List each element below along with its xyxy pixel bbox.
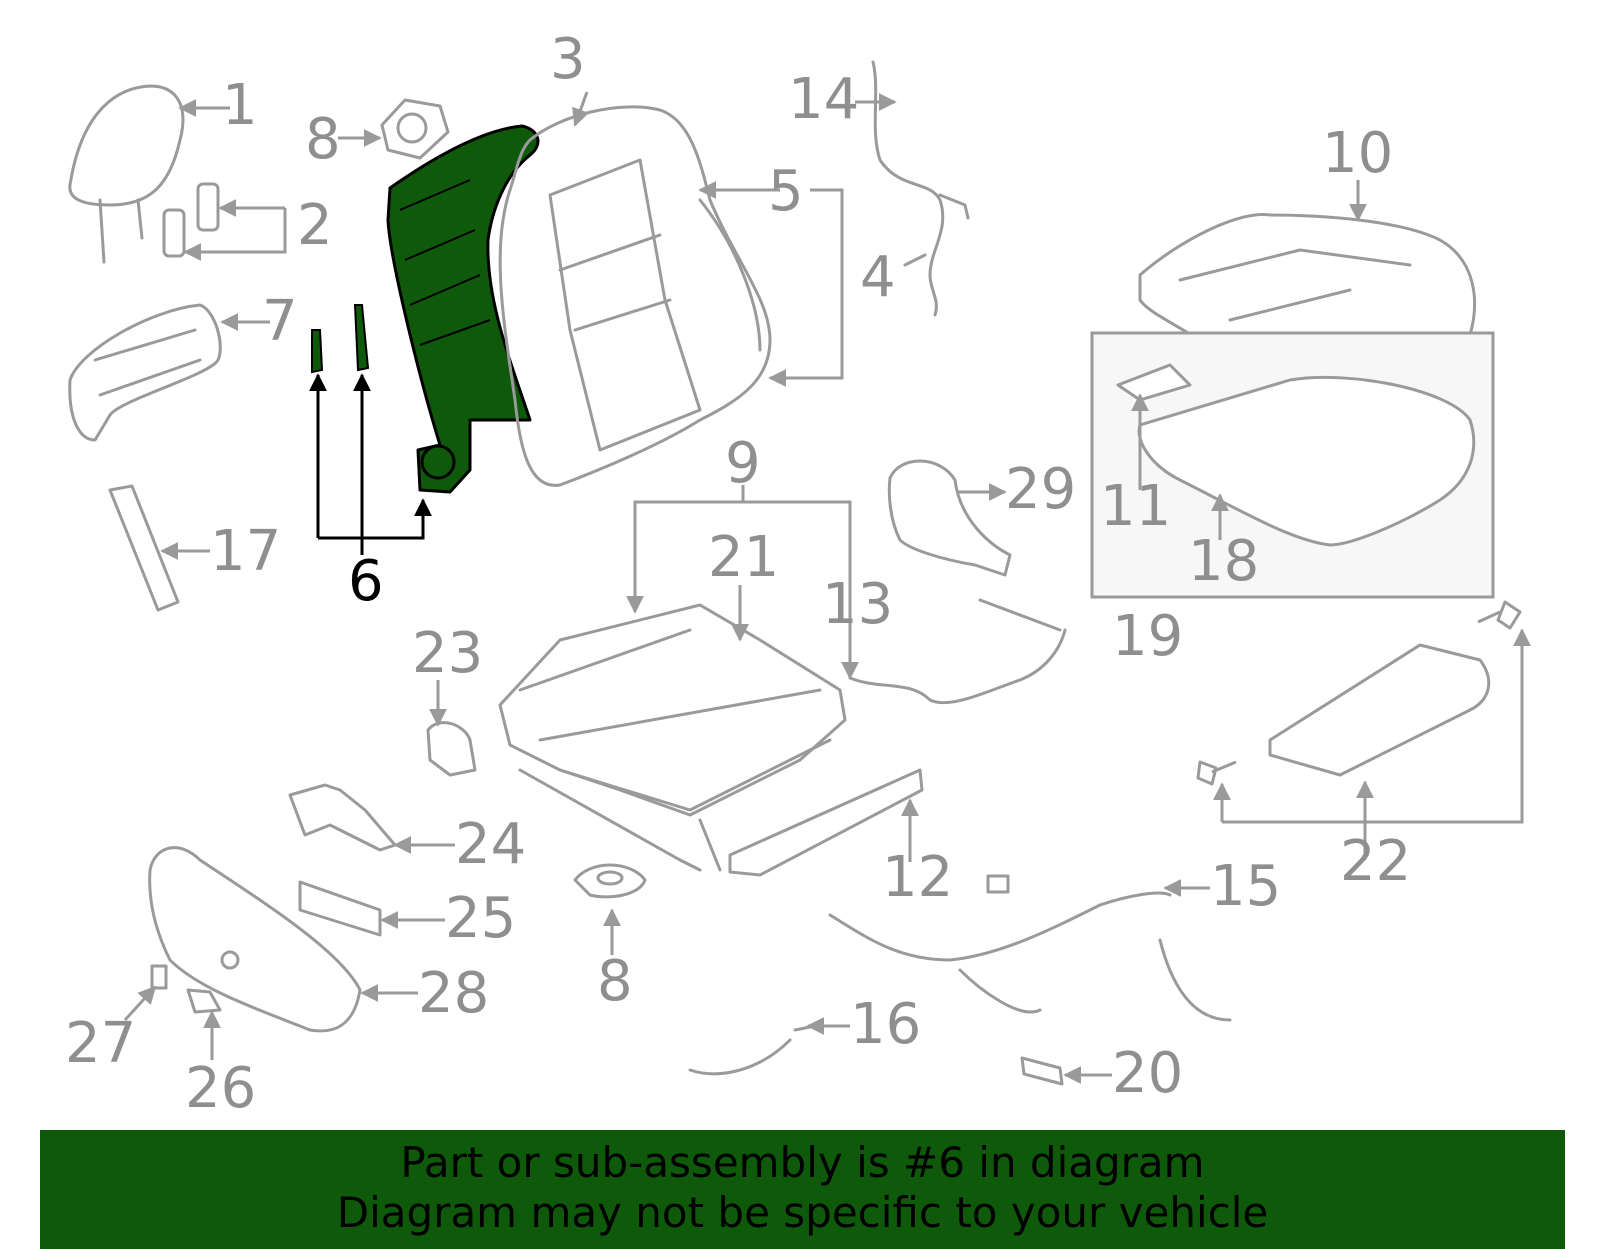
connector-part-20 bbox=[1020, 1056, 1064, 1086]
callout-labels: 1 2 3 4 5 6 7 8 8 9 10 11 12 13 14 15 16… bbox=[65, 27, 1411, 1121]
seat-back-cushion-part bbox=[498, 105, 772, 487]
callout-8-bottom: 8 bbox=[597, 949, 633, 1014]
wire-harness-part-15 bbox=[828, 874, 1232, 1022]
callout-26: 26 bbox=[185, 1056, 256, 1121]
knob-part-26 bbox=[186, 988, 222, 1014]
callout-4: 4 bbox=[860, 245, 896, 310]
headrest-part bbox=[68, 84, 185, 264]
callout-3: 3 bbox=[550, 27, 586, 92]
callout-7: 7 bbox=[262, 289, 298, 354]
callout-14: 14 bbox=[788, 67, 859, 132]
callout-8-top: 8 bbox=[305, 107, 341, 172]
callout-6-highlighted: 6 bbox=[348, 549, 384, 614]
banner-line-2: Diagram may not be specific to your vehi… bbox=[336, 1188, 1269, 1237]
callout-28: 28 bbox=[418, 961, 489, 1026]
callout-2: 2 bbox=[297, 193, 333, 258]
callout-19: 19 bbox=[1112, 604, 1183, 669]
banner-line-1: Part or sub-assembly is #6 in diagram bbox=[400, 1138, 1205, 1187]
motor-part-bottom bbox=[573, 863, 647, 899]
callout-13: 13 bbox=[822, 572, 893, 637]
parts-diagram: 1 2 3 4 5 6 7 8 8 9 10 11 12 13 14 15 16… bbox=[65, 27, 1531, 1121]
bracket-part-23 bbox=[426, 721, 477, 777]
callout-15: 15 bbox=[1210, 854, 1281, 919]
callout-10: 10 bbox=[1322, 121, 1393, 186]
callout-22: 22 bbox=[1340, 829, 1411, 894]
callout-21: 21 bbox=[708, 525, 779, 590]
side-shield-part bbox=[148, 846, 362, 1033]
callout-5: 5 bbox=[768, 159, 804, 224]
wire-harness-part-top bbox=[871, 60, 970, 317]
rail-cover-part bbox=[728, 768, 924, 877]
bracket-part-24 bbox=[288, 783, 397, 852]
knob-part-27 bbox=[150, 964, 168, 990]
leader-lines-highlighted bbox=[309, 373, 432, 555]
leader-lines bbox=[123, 91, 1531, 1084]
wire-harness-part-16 bbox=[688, 1023, 822, 1076]
callout-27: 27 bbox=[65, 1011, 136, 1076]
motor-part-top bbox=[380, 98, 450, 160]
callout-25: 25 bbox=[445, 886, 516, 951]
wire-harness-part-13 bbox=[848, 598, 1067, 705]
callout-12: 12 bbox=[882, 845, 953, 910]
seat-frame-part bbox=[498, 603, 847, 872]
switch-part-25 bbox=[298, 880, 382, 937]
cover-part-29 bbox=[887, 459, 1012, 577]
callout-24: 24 bbox=[455, 812, 526, 877]
callout-1: 1 bbox=[222, 73, 258, 138]
bolt-part bbox=[1196, 600, 1522, 786]
info-banner: Part or sub-assembly is #6 in diagram Di… bbox=[40, 1130, 1565, 1249]
back-panel-part bbox=[68, 303, 222, 442]
headrest-guide-part bbox=[162, 182, 220, 258]
callout-20: 20 bbox=[1112, 1041, 1183, 1106]
callout-9: 9 bbox=[725, 431, 761, 496]
seat-back-frame-highlighted bbox=[311, 124, 540, 494]
callout-17: 17 bbox=[210, 519, 281, 584]
trim-strip-part bbox=[108, 484, 180, 612]
callout-11: 11 bbox=[1100, 474, 1171, 539]
callout-29: 29 bbox=[1005, 457, 1076, 522]
cushion-pad-part bbox=[1116, 363, 1476, 547]
callout-18: 18 bbox=[1188, 529, 1259, 594]
callout-23: 23 bbox=[412, 621, 483, 686]
callout-16: 16 bbox=[850, 992, 921, 1057]
seat-trim-part-22 bbox=[1268, 643, 1491, 777]
